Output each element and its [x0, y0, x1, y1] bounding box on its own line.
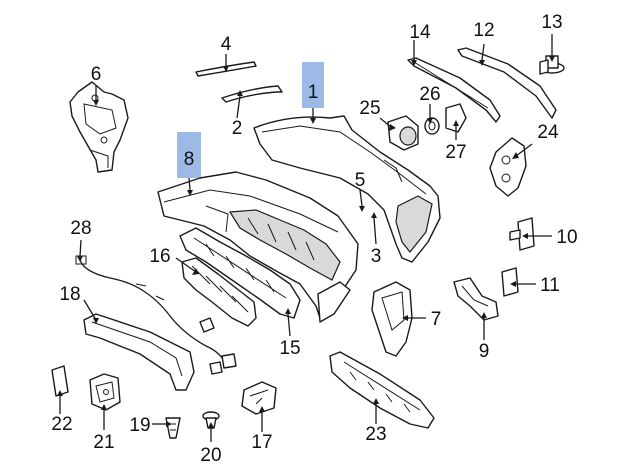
leader-lines	[59, 34, 553, 442]
part-11-cap	[501, 267, 519, 297]
part-10-clip	[509, 217, 535, 251]
part-9-bracket	[453, 277, 499, 321]
callout-13: 13	[541, 12, 562, 33]
part-18-crossbar	[83, 313, 195, 391]
part-16-bracket-rail	[181, 257, 257, 327]
part-25-sensor	[387, 115, 419, 151]
part-2-lower-strip	[221, 85, 283, 103]
callout-4: 4	[221, 34, 232, 55]
callout-8: 8	[184, 149, 195, 170]
part-28-wire-harness	[75, 255, 237, 375]
callout-2: 2	[232, 118, 243, 139]
part-14-rail	[407, 57, 501, 123]
callout-23: 23	[365, 424, 386, 445]
callout-12: 12	[473, 20, 494, 41]
callout-25: 25	[359, 98, 380, 119]
callout-20: 20	[200, 445, 221, 466]
part-1-bumper-cover	[253, 115, 441, 263]
callout-27: 27	[445, 142, 466, 163]
callout-9: 9	[479, 341, 490, 362]
callout-17: 17	[251, 432, 272, 453]
part-27-holder	[445, 103, 467, 133]
part-8-bumper-lower	[157, 171, 359, 323]
callout-18: 18	[59, 284, 80, 305]
part-6-side-bracket	[69, 81, 129, 173]
part-26-ring	[424, 117, 440, 135]
callout-7: 7	[431, 309, 442, 330]
callout-24: 24	[537, 122, 559, 143]
part-17-block	[241, 381, 277, 415]
callout-1: 1	[308, 82, 319, 103]
callout-6: 6	[91, 64, 102, 85]
leader-arrowheads	[57, 56, 555, 428]
callout-labels: 1 2 3 4 5 6 7 8 9 10 11 12 13 14 15 16 1…	[51, 12, 577, 466]
callout-16: 16	[149, 246, 170, 267]
callout-22: 22	[51, 414, 72, 435]
callout-28: 28	[70, 218, 91, 239]
callout-5: 5	[355, 170, 366, 191]
callout-21: 21	[93, 432, 114, 453]
part-24-lamp	[489, 137, 527, 197]
callout-8-highlight	[177, 132, 201, 178]
callout-15: 15	[279, 338, 300, 359]
part-21-mount	[89, 373, 121, 411]
part-12-rail	[457, 47, 557, 119]
part-19-bolt	[165, 417, 181, 439]
callout-14: 14	[409, 22, 431, 43]
callout-10: 10	[556, 227, 577, 248]
part-23-lower-panel	[329, 351, 435, 429]
callout-3: 3	[371, 246, 382, 267]
callout-11: 11	[540, 275, 560, 296]
part-7-side-panel	[371, 281, 413, 357]
callout-26: 26	[419, 84, 440, 105]
callout-1-highlight	[302, 62, 324, 108]
part-15-bracket-rail	[179, 227, 301, 319]
callout-19: 19	[129, 415, 150, 436]
part-22-cap	[51, 365, 69, 397]
